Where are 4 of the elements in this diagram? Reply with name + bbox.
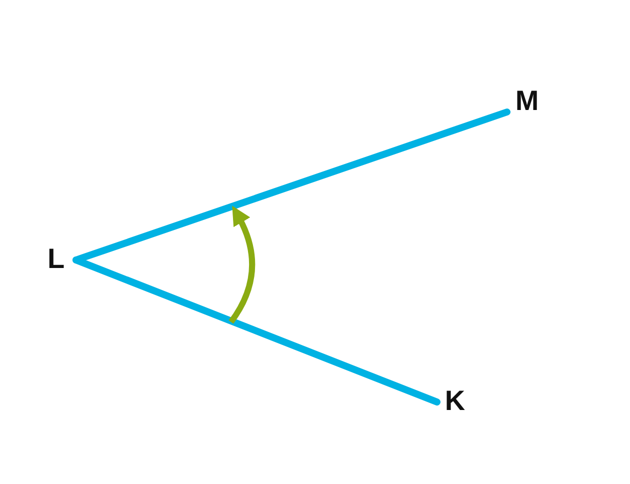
- ray-line: [72, 256, 440, 406]
- point-label: L: [46, 244, 66, 274]
- point-label: M: [514, 86, 540, 116]
- point-label: K: [443, 386, 467, 416]
